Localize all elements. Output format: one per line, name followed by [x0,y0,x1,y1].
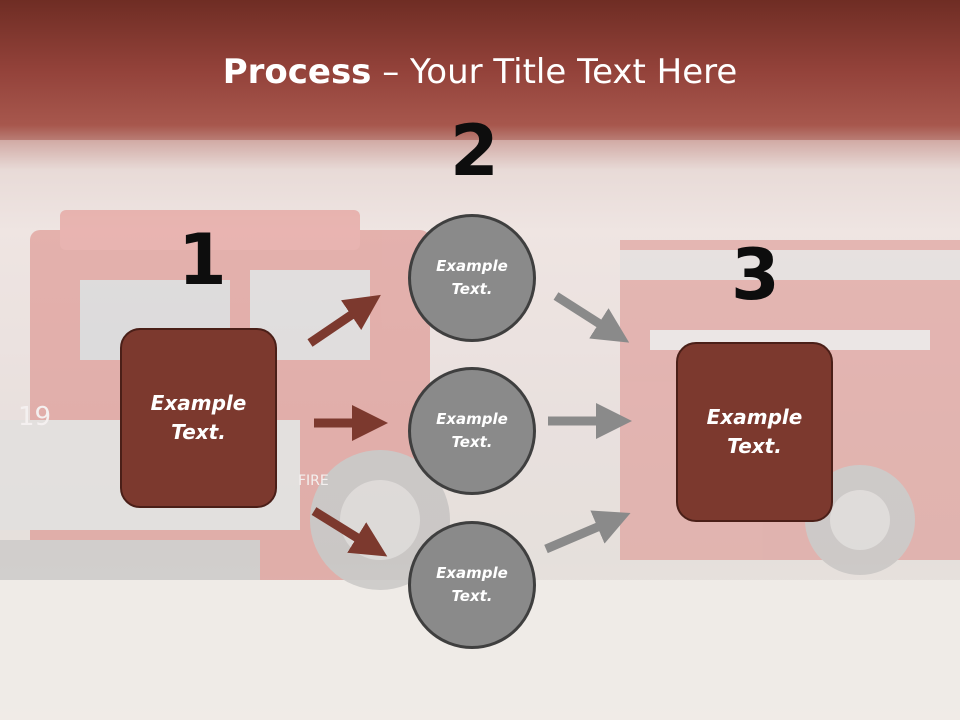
svg-text:FIRE: FIRE [298,473,329,489]
step-number-3: 3 [731,234,780,316]
step-1-text-line2: Text. [171,420,226,444]
circle-bot-line2: Text. [451,587,493,605]
arrow-top-to-3 [553,292,630,343]
circle-bot-line1: Example [436,564,508,582]
circle-top-line1: Example [436,257,508,275]
step-1-text-line1: Example [150,391,247,415]
title-bold: Process [222,52,372,92]
step-number-1: 1 [178,219,227,301]
title-rest: – Your Title Text Here [371,52,738,92]
arrow-1-to-top [307,294,381,347]
slide-title: Process – Your Title Text Here [0,52,960,92]
circle-mid-line2: Text. [451,433,493,451]
circle-mid-line1: Example [436,410,508,428]
circle-top-line2: Text. [451,280,493,298]
step-number-2: 2 [450,110,499,192]
step-3-text-line2: Text. [727,434,782,458]
step-3-text-line1: Example [706,405,803,429]
arrow-bottom-to-3 [544,510,631,554]
arrow-1-to-bottom [311,507,388,557]
svg-text:19: 19 [18,402,51,432]
